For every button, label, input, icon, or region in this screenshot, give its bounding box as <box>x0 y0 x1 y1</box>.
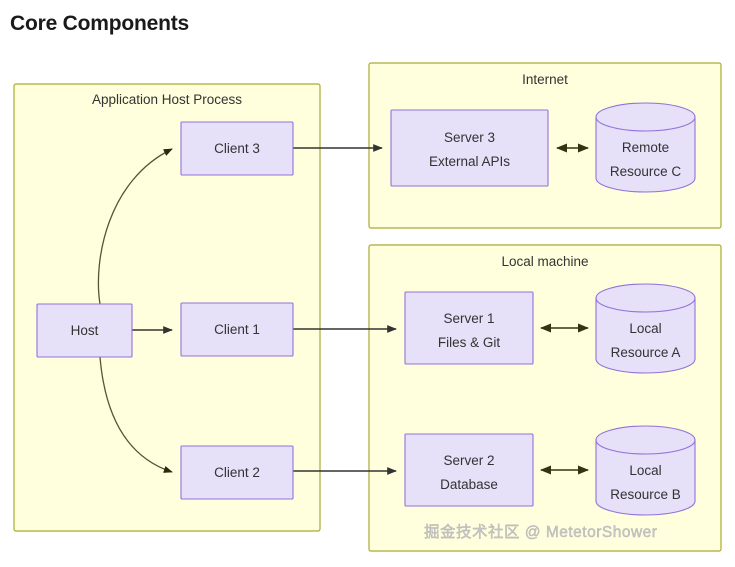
node-local-resource-a[interactable]: Local Resource A <box>595 283 696 374</box>
node-client3-label: Client 3 <box>214 141 260 156</box>
edge-host-to-client2 <box>99 356 173 473</box>
node-host[interactable]: Host <box>36 303 133 358</box>
node-resourceA-cylinder-top[interactable] <box>595 283 696 313</box>
cluster-app-host-label: Application Host Process <box>92 92 242 107</box>
node-resourceB-label-line2: Resource B <box>610 487 681 502</box>
node-resourceC-label-line2: Resource C <box>610 164 682 179</box>
node-resourceB-label-line1: Local <box>629 463 661 478</box>
node-server-1[interactable]: Server 1 Files & Git <box>404 291 534 365</box>
watermark: 掘金技术社区 @ MetetorShower <box>424 524 658 541</box>
node-host-label: Host <box>71 323 99 338</box>
node-server-3[interactable]: Server 3 External APIs <box>390 109 549 187</box>
page-title: Core Components <box>10 12 190 35</box>
node-client1-rect[interactable] <box>180 302 294 357</box>
node-resourceC-label-line1: Remote <box>622 140 669 155</box>
node-server3-label-line2: External APIs <box>429 154 510 169</box>
node-client-1[interactable]: Client 1 <box>180 302 294 357</box>
node-server2-label-line2: Database <box>440 477 498 492</box>
node-remote-resource-c[interactable]: Remote Resource C <box>595 102 696 193</box>
node-resourceA-label-line1: Local <box>629 321 661 336</box>
node-client-2[interactable]: Client 2 <box>180 445 294 500</box>
node-resourceA-cylinder-body[interactable] <box>595 297 696 374</box>
node-client3-rect[interactable] <box>180 121 294 176</box>
node-server1-label-line2: Files & Git <box>438 335 501 350</box>
node-server2-rect[interactable] <box>404 433 534 507</box>
node-resourceC-cylinder-body[interactable] <box>595 116 696 193</box>
node-client2-label: Client 2 <box>214 465 260 480</box>
cluster-app-host-rect <box>13 83 321 532</box>
node-resourceB-cylinder-body[interactable] <box>595 439 696 516</box>
node-server2-label-line1: Server 2 <box>443 453 494 468</box>
node-host-rect[interactable] <box>36 303 133 358</box>
node-resourceC-cylinder-top[interactable] <box>595 102 696 132</box>
node-client2-rect[interactable] <box>180 445 294 500</box>
node-resourceB-cylinder-top[interactable] <box>595 425 696 455</box>
cluster-local-machine-label: Local machine <box>501 254 588 269</box>
node-local-resource-b[interactable]: Local Resource B <box>595 425 696 516</box>
cluster-application-host-process: Application Host Process <box>13 83 321 532</box>
node-server1-rect[interactable] <box>404 291 534 365</box>
node-server3-label-line1: Server 3 <box>444 130 495 145</box>
node-client-3[interactable]: Client 3 <box>180 121 294 176</box>
node-server3-rect[interactable] <box>390 109 549 187</box>
node-resourceA-label-line2: Resource A <box>611 345 681 360</box>
node-server-2[interactable]: Server 2 Database <box>404 433 534 507</box>
cluster-internet-label: Internet <box>522 72 568 87</box>
node-server1-label-line1: Server 1 <box>443 311 494 326</box>
edge-host-to-client3 <box>97 148 173 305</box>
node-client1-label: Client 1 <box>214 322 260 337</box>
